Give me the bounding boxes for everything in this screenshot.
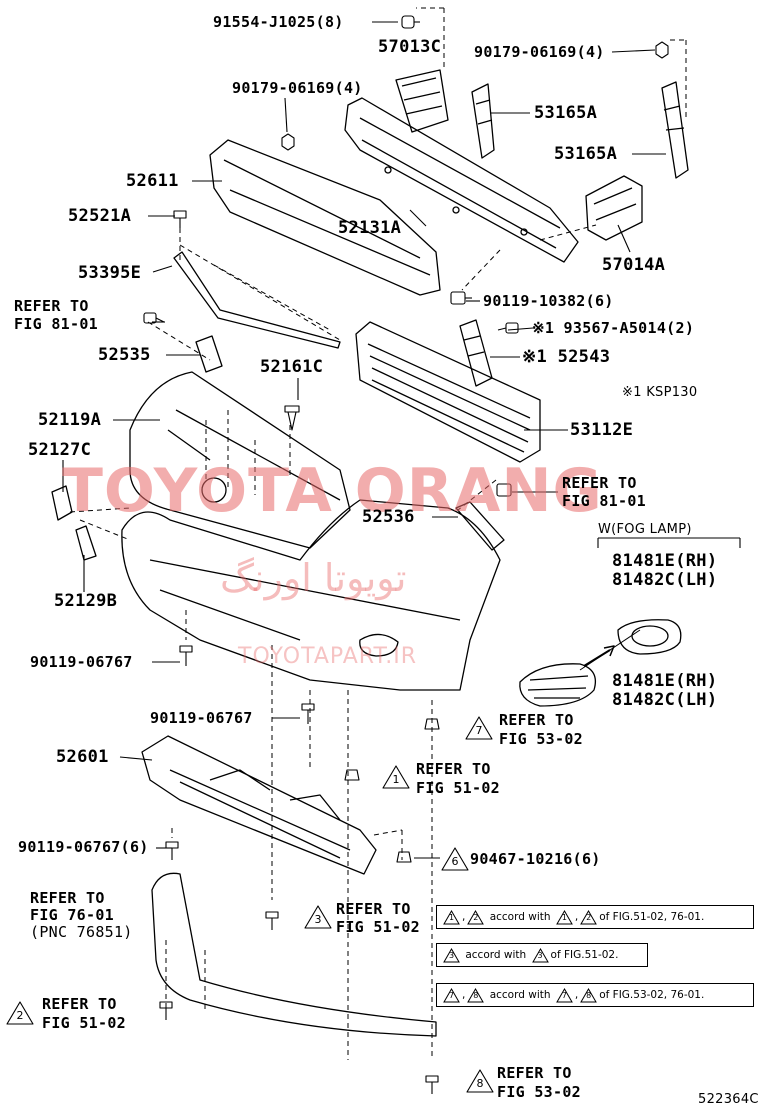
fasteners <box>143 15 669 1094</box>
label-81481e-rh-2: 81481E(RH) <box>612 671 718 691</box>
label-90179-06169-right: 90179-06169(4) <box>474 43 605 61</box>
label-pnc-76851: (PNC 76851) <box>30 923 133 941</box>
label-90467-10216: 90467-10216(6) <box>470 850 601 868</box>
label-fig-51-02-3: FIG 51-02 <box>42 1014 126 1032</box>
note-box-7-8: 7, 8 accord with 7, 8 of FIG.53-02, 76-0… <box>436 983 754 1007</box>
part-57014a-bracket <box>585 175 643 241</box>
label-refer-to-3: REFER TO <box>499 711 574 729</box>
triangle-icon: 8 <box>467 987 485 1003</box>
triangle-icon: 1 <box>443 909 460 925</box>
label-refer-to-8: REFER TO <box>497 1064 572 1082</box>
triangle-icon: 8 <box>580 987 598 1003</box>
part-fog-lamp-bezel <box>519 645 615 707</box>
label-53395e: 53395E <box>78 263 142 283</box>
label-57014a: 57014A <box>602 255 666 275</box>
label-52119a: 52119A <box>38 410 102 430</box>
label-ksp130-note: ※1 KSP130 <box>622 385 698 400</box>
triangle-icon: 3 <box>531 947 549 963</box>
label-fig-76-01: FIG 76-01 <box>30 906 114 924</box>
label-53112e: 53112E <box>570 420 634 440</box>
label-refer-to-7: REFER TO <box>42 995 117 1013</box>
leader-lines <box>62 21 666 859</box>
note-text: accord with <box>465 949 527 961</box>
label-52536: 52536 <box>362 507 415 527</box>
label-refer-to-2: REFER TO <box>562 474 637 492</box>
label-93567-a5014: ※1 93567-A5014(2) <box>532 319 695 337</box>
label-81481e-rh-1: 81481E(RH) <box>612 551 718 571</box>
triangle-icon: 3 <box>443 947 460 963</box>
part-52129b-cap <box>75 525 97 561</box>
part-52601-support <box>141 735 377 875</box>
triangle-6-marker: 6 <box>451 855 459 868</box>
label-90119-06767-6: 90119-06767(6) <box>18 838 149 856</box>
label-refer-to-1: REFER TO <box>14 297 89 315</box>
label-52127c: 52127C <box>28 440 92 460</box>
label-fig-81-01-1: FIG 81-01 <box>14 315 98 333</box>
part-52536-retainer <box>455 501 505 551</box>
label-fig-51-02-2: FIG 51-02 <box>336 918 420 936</box>
triangle-markers <box>6 716 494 1093</box>
label-refer-to-4: REFER TO <box>416 760 491 778</box>
triangle-icon: 2 <box>467 909 485 925</box>
label-refer-to-5: REFER TO <box>30 889 105 907</box>
label-81482c-lh-2: 81482C(LH) <box>612 690 718 710</box>
label-fig-53-02-2: FIG 53-02 <box>497 1083 581 1101</box>
label-52543: ※1 52543 <box>522 347 611 367</box>
label-52535: 52535 <box>98 345 151 365</box>
triangle-icon: 7 <box>555 987 573 1003</box>
label-fog-lamp-variant: W(FOG LAMP) <box>598 522 692 537</box>
part-fog-lamp-cover <box>617 619 682 655</box>
label-53165a-1: 53165A <box>534 103 598 123</box>
label-refer-to-6: REFER TO <box>336 900 411 918</box>
note-tail: of FIG.53-02, 76-01. <box>599 989 705 1001</box>
part-52535-retainer <box>195 335 223 373</box>
part-53165a-left <box>471 83 495 159</box>
part-52131a-reinforcement <box>344 97 579 263</box>
triangle-icon: 1 <box>555 909 573 925</box>
note-box-1-2: 1, 2 accord with 1, 2 of FIG.51-02, 76-0… <box>436 905 754 929</box>
part-53112e-grille <box>355 321 541 463</box>
label-figure-code: 522364C <box>698 1092 759 1107</box>
part-53165a-right <box>661 81 689 179</box>
part-52119a-bumper-cover <box>121 371 501 691</box>
label-fig-53-02-1: FIG 53-02 <box>499 730 583 748</box>
triangle-8-marker: 8 <box>476 1077 484 1090</box>
label-90179-06169-left: 90179-06169(4) <box>232 79 363 97</box>
note-box-3: 3 accord with 3 of FIG.51-02. <box>436 943 648 967</box>
label-90119-10382: 90119-10382(6) <box>483 292 614 310</box>
part-52127c-cap <box>51 485 73 521</box>
label-90119-06767-b: 90119-06767 <box>150 709 253 727</box>
triangle-3-marker: 3 <box>314 913 322 926</box>
label-57013c: 57013C <box>378 37 442 57</box>
triangle-7-marker: 7 <box>475 724 483 737</box>
label-90119-06767-a: 90119-06767 <box>30 653 133 671</box>
label-52161c: 52161C <box>260 357 324 377</box>
note-tail: of FIG.51-02. <box>550 949 619 961</box>
part-57013c-bracket <box>395 69 449 133</box>
note-tail: of FIG.51-02, 76-01. <box>599 911 705 923</box>
triangle-2-marker: 2 <box>16 1009 24 1022</box>
triangle-1-marker: 1 <box>392 773 400 786</box>
label-52521a: 52521A <box>68 206 132 226</box>
part-53395e-molding <box>173 251 341 349</box>
triangle-icon: 2 <box>580 909 598 925</box>
label-fig-81-01-2: FIG 81-01 <box>562 492 646 510</box>
label-52131a: 52131A <box>338 218 402 238</box>
part-lower-spoiler <box>151 872 437 1037</box>
label-53165a-2: 53165A <box>554 144 618 164</box>
label-91554-j1025: 91554-J1025(8) <box>213 13 344 31</box>
label-52129b: 52129B <box>54 591 118 611</box>
fog-lamp-bracket <box>597 537 741 548</box>
label-81482c-lh-1: 81482C(LH) <box>612 570 718 590</box>
part-52611-absorber <box>209 139 441 296</box>
label-52611: 52611 <box>126 171 179 191</box>
label-52601: 52601 <box>56 747 109 767</box>
label-fig-51-02-1: FIG 51-02 <box>416 779 500 797</box>
note-text: accord with <box>489 989 551 1001</box>
triangle-icon: 7 <box>443 987 460 1003</box>
note-text: accord with <box>489 911 551 923</box>
